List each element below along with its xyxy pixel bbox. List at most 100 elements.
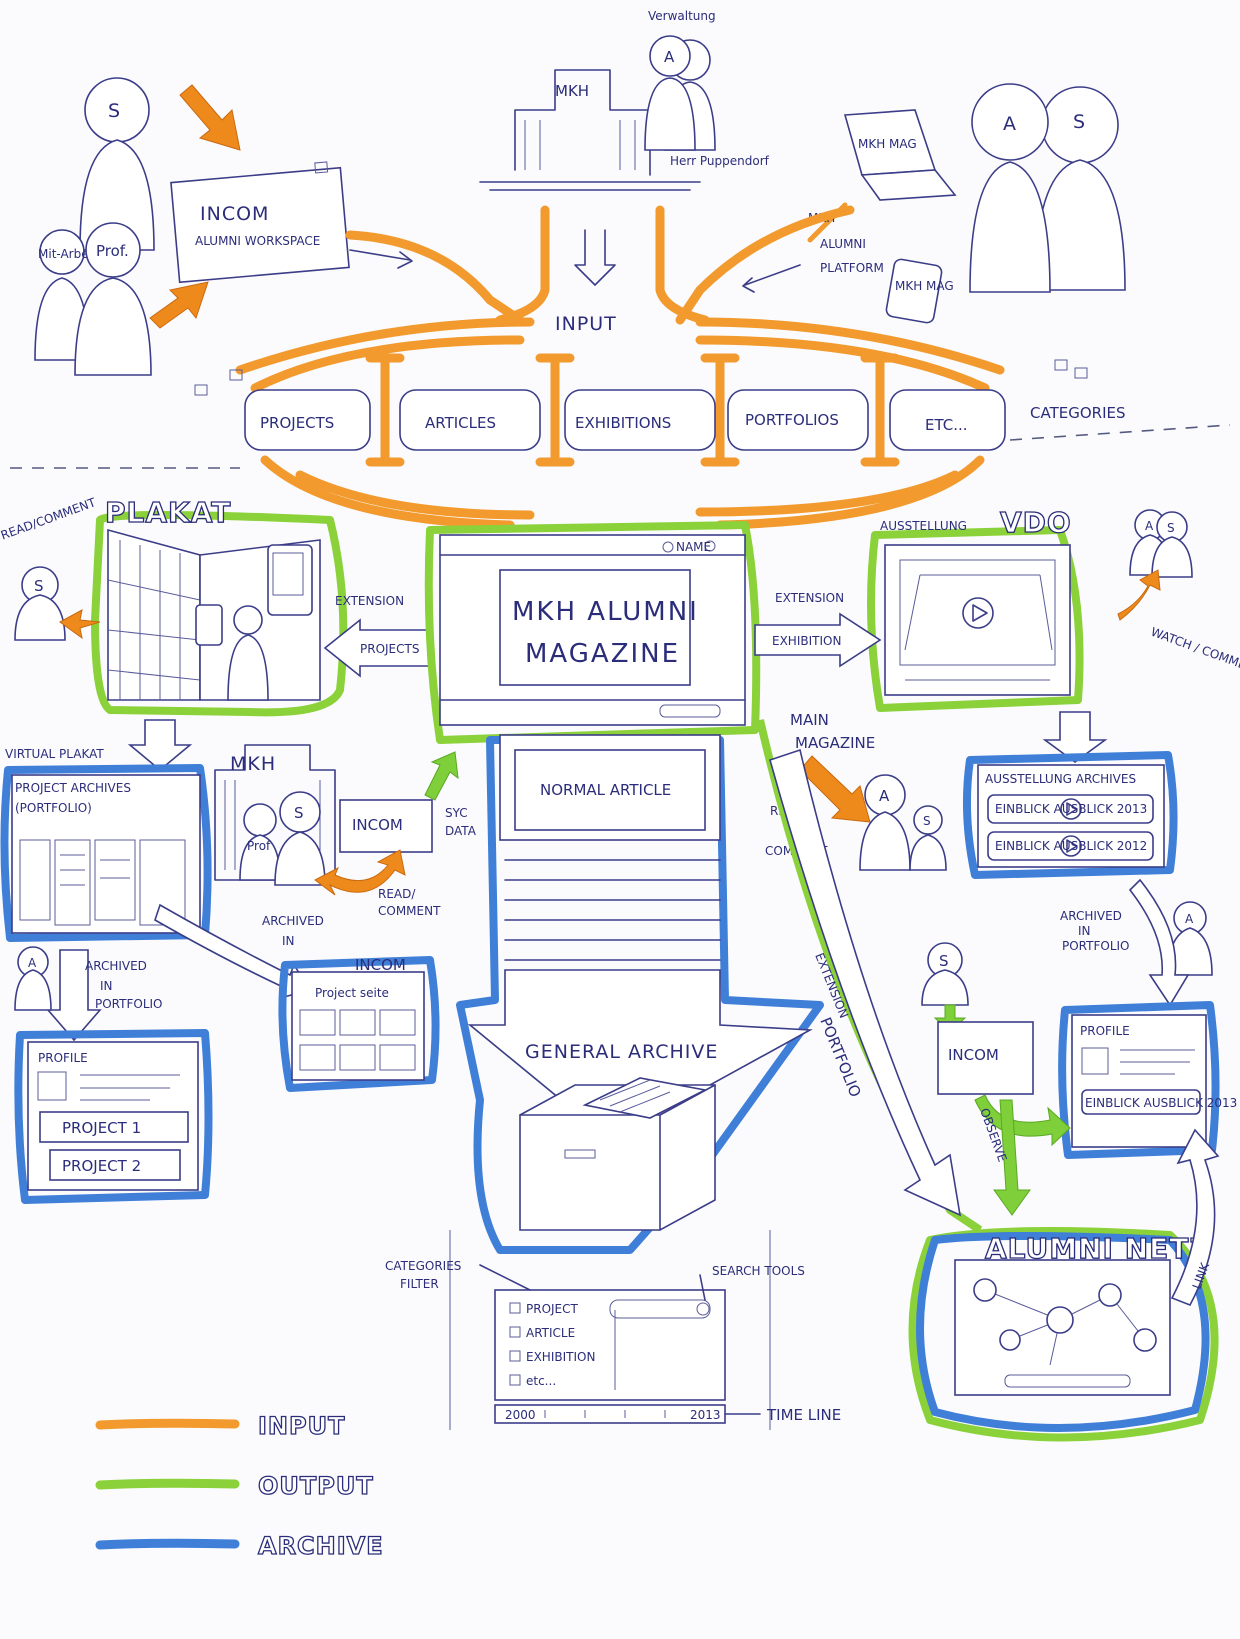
archived-incom-label-2: IN [282, 934, 295, 948]
a-profile-right-label: A [1185, 912, 1194, 926]
laptop-mkh-mag [843, 109, 957, 201]
article-stack [499, 734, 721, 961]
extension-left-label: EXTENSION [335, 594, 404, 608]
observe-arrow [993, 1099, 1031, 1216]
normal-article-label: NORMAL ARTICLE [540, 781, 671, 799]
input-stream-center [495, 205, 710, 325]
general-archive-label: GENERAL ARCHIVE [525, 1041, 718, 1063]
student-person-top-left [79, 77, 155, 251]
categories-filter-label-2: FILTER [400, 1277, 439, 1291]
mkh-mid-label: MKH [230, 753, 276, 775]
einblick-ausblick-2012: EINBLICK AUSBLICK 2012 [995, 839, 1147, 853]
filing-cabinet [519, 1077, 716, 1231]
vdo-output-outline [867, 526, 1084, 712]
incom-workspace-title: INCOM [200, 203, 269, 225]
extension-exhibition-arrow [754, 612, 882, 668]
a-main-label: A [879, 787, 890, 805]
read-comment-mid-label-1: READ/ [378, 887, 416, 901]
legend-swatch-archive [95, 1538, 240, 1550]
profile-right-label: PROFILE [1080, 1024, 1130, 1038]
s-plakat-label: S [34, 577, 44, 595]
s-right-label: S [1073, 111, 1086, 133]
main-magazine-label-2: MAGAZINE [795, 734, 875, 752]
phone-mkh-mag [885, 258, 943, 324]
herr-puppendorf-label: Herr Puppendorf [670, 154, 770, 168]
archived-portfolio-right-3: PORTFOLIO [1062, 939, 1130, 953]
search-filter-sketch [449, 1230, 771, 1430]
sync-data-arrow [424, 751, 459, 801]
exhibition-right-label: EXHIBITION [772, 634, 841, 648]
filter-article: ARTICLE [526, 1326, 575, 1340]
alumni-netz-outline [908, 1227, 1219, 1442]
archive-to-profile-arrow [46, 949, 102, 1042]
category-exhibitions: EXHIBITIONS [575, 414, 671, 432]
category-small-tabs [194, 359, 1088, 396]
legend-swatch-output [95, 1478, 240, 1490]
ausstellung-archives-label: AUSSTELLUNG ARCHIVES [985, 772, 1136, 786]
magazine-window [439, 534, 746, 726]
divider-right [1009, 424, 1231, 441]
vdo-title: VDO [1000, 506, 1072, 539]
ausstellung-archives-outline [962, 751, 1178, 879]
a-profile-left-label: A [28, 956, 37, 970]
alumni-profile-left [14, 946, 52, 1011]
a-vdo-label: A [1145, 519, 1154, 533]
vdo-to-archive-arrow [1042, 711, 1108, 763]
virtual-plakat-label: VIRTUAL PLAKAT [5, 747, 104, 761]
archived-portfolio-left-3: PORTFOLIO [95, 997, 163, 1011]
s-incom-right-label: S [939, 952, 949, 970]
incom-seite-outline [278, 956, 440, 1092]
input-stream-left [345, 230, 525, 325]
time-line-label: TIME LINE [766, 1406, 841, 1424]
magazine-output-outline [424, 521, 761, 744]
profile-right-window [1071, 1014, 1207, 1148]
category-fan-top [235, 317, 1005, 393]
watch-comment-label: WATCH / COMMENT [1149, 625, 1240, 678]
alumni-netz-archive-edge [916, 1232, 1210, 1432]
incom-right-label: INCOM [948, 1046, 999, 1064]
alumni-profile-right [1167, 901, 1213, 976]
mkh-down-arrow [574, 229, 616, 286]
main-magazine-label-1: MAIN [790, 711, 829, 729]
read-comment-left-label: READ/COMMENT [0, 495, 98, 543]
platform-in-arrow [742, 264, 801, 293]
name-tag: NAME [676, 540, 711, 554]
einblick-ausblick-2013: EINBLICK AUSBLICK 2013 [995, 802, 1147, 816]
category-projects: PROJECTS [260, 414, 334, 432]
read-comment-arrow-left [59, 609, 101, 640]
category-etc: ETC... [925, 416, 968, 434]
project-2-label: PROJECT 2 [62, 1157, 141, 1175]
extension-right-label: EXTENSION [775, 591, 844, 605]
read-comment-right-arrow [799, 755, 871, 823]
profile-left-outline [14, 1029, 213, 1204]
plakat-to-archive-arrow [127, 719, 193, 772]
verwaltung-label: Verwaltung [648, 9, 716, 23]
archived-portfolio-right-2: IN [1078, 924, 1091, 938]
category-boxes [244, 389, 1006, 451]
alumni-netz-title: ALUMNI NETZ [985, 1232, 1211, 1265]
incom-seite-title: INCOM [355, 956, 406, 974]
incom-mid-label: INCOM [352, 816, 403, 834]
project-archives-board [11, 774, 201, 934]
alumni-student-main [859, 774, 947, 871]
prof-person-top [74, 222, 152, 376]
a-right-label: A [1003, 113, 1017, 135]
workspace-out-arrow [349, 249, 413, 269]
legend-label-input: INPUT [258, 1412, 345, 1440]
watch-comment-arrow [1117, 569, 1161, 621]
input-arrow-prof-to-incom [149, 281, 209, 329]
alumni-student-people-right [969, 83, 1126, 293]
mkh-mag-laptop-label: MKH MAG [858, 137, 917, 151]
prof-top-label: Prof. [96, 242, 129, 260]
plakat-kiosk-sketch [107, 528, 321, 701]
archived-incom-label-1: ARCHIVED [262, 914, 324, 928]
student-incom-right [921, 942, 969, 1006]
incom-workspace-sub: ALUMNI WORKSPACE [195, 234, 320, 248]
project-1-label: PROJECT 1 [62, 1119, 141, 1137]
archived-portfolio-right-1: ARCHIVED [1060, 909, 1122, 923]
ausstellung-label: AUSSTELLUNG [880, 519, 967, 533]
project-archives-label-1: PROJECT ARCHIVES [15, 781, 131, 795]
einblick-ausblick-profile: EINBLICK AUSBLICK 2013 [1085, 1096, 1237, 1110]
